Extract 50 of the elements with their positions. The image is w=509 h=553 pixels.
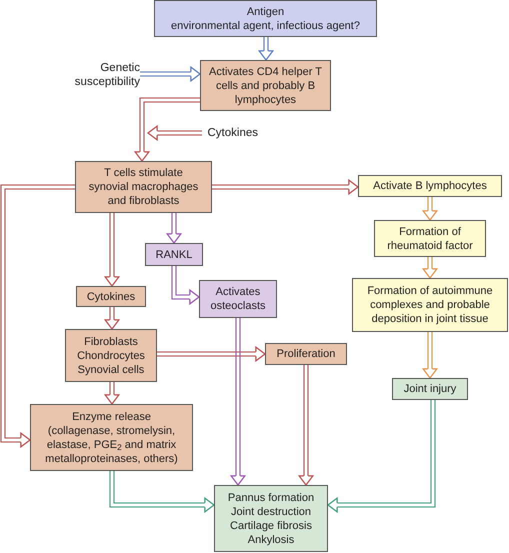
arrow [211, 180, 359, 194]
arrow [422, 196, 438, 221]
box-text: Enzyme release (collagenase, stromelysin, elastase, PGE$_{2}$ and matrix metalloproteinases, others) [44, 410, 179, 466]
arrow [422, 331, 438, 379]
process-box [199, 280, 277, 318]
process-box [358, 175, 502, 197]
arrow [171, 265, 200, 304]
arrow [109, 470, 215, 512]
process-box [374, 220, 486, 257]
factor-label: Genetic susceptibility [58, 61, 140, 89]
process-box [200, 60, 331, 111]
box-text: RANKL [156, 248, 192, 262]
box-text: Antigen [246, 4, 284, 18]
box-text: Joint injury [404, 382, 456, 396]
process-box [145, 243, 203, 266]
arrow [156, 346, 266, 362]
arrow [327, 399, 436, 512]
arrow [298, 364, 314, 486]
arrow [258, 36, 274, 61]
arrow [147, 126, 203, 140]
box-text: Pannus formation Joint destruction Cartilage fibrosis Ankylosis [226, 490, 316, 546]
process-box [392, 378, 468, 400]
process-box [154, 0, 377, 37]
arrow [0, 184, 76, 448]
box-text: environmental agent, infectious agent? [171, 18, 360, 32]
arrow [139, 66, 201, 82]
box-text: Proliferation [276, 347, 336, 361]
box-text: Activate B lymphocytes [373, 179, 487, 193]
box-text: Cytokines [86, 290, 136, 304]
box-text: T cells stimulate synovial macrophages and fibroblasts [88, 166, 200, 208]
box-text: Formation of autoimmune complexes and probable deposition in joint tissue [366, 284, 494, 326]
process-box [352, 278, 508, 332]
arrow [230, 317, 246, 486]
arrow [104, 212, 120, 287]
arrow [166, 212, 182, 244]
process-box [265, 343, 347, 365]
box-text: Fibroblasts Chondrocytes Synovial cells [76, 334, 146, 376]
process-box [65, 329, 157, 382]
arrow [134, 97, 201, 162]
process-box [214, 485, 328, 552]
process-box [75, 161, 212, 213]
arrow [104, 306, 120, 330]
box-text: Activates osteoclasts [209, 285, 267, 313]
arrow [104, 381, 120, 405]
process-box [30, 404, 193, 471]
box-text: Formation of rheumatoid factor [386, 224, 474, 252]
process-box [76, 286, 146, 307]
factor-label: Cytokines [202, 124, 258, 142]
box-text: Activates CD4 helper T cells and probably B lymphocytes [208, 64, 323, 106]
arrow [422, 256, 438, 279]
